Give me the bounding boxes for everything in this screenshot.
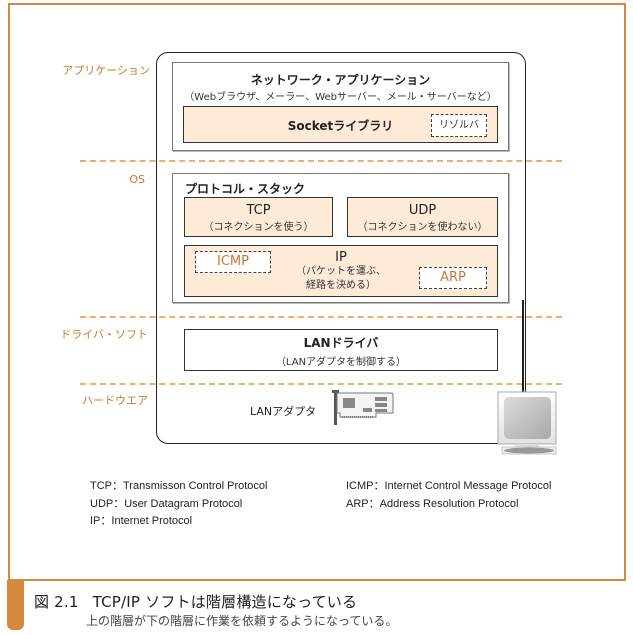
legend-item-ip: IP：Internet Protocol (90, 515, 193, 527)
figure-title: TCP/IP ソフトは階層構造になっている (92, 593, 358, 611)
legend-item-arp: ARP：Address Resolution Protocol (346, 497, 519, 510)
layer-label-application: アプリケーション (62, 64, 150, 77)
icmp-label: ICMP (217, 254, 249, 269)
tcp-desc: （コネクションを使う） (203, 222, 314, 233)
lan-driver-desc: （LANアダプタを制御する） (275, 357, 407, 368)
network-application-subtitle: （Webブラウザ、メーラー、Webサーバー、メール・サーバーなど） (184, 92, 497, 103)
layer-label-hardware: ハードウエア (82, 394, 148, 407)
ip-desc-line2: 経路を決める） (306, 280, 376, 291)
socket-library-label: Socketライブラリ (287, 119, 394, 133)
icmp-box: ICMP (195, 251, 271, 273)
computer-box (156, 52, 526, 444)
tcp-label: TCP (246, 203, 271, 218)
arp-label: ARP (440, 270, 466, 285)
legend-item-tcp: TCP：Transmisson Control Protocol (90, 480, 268, 492)
layer-divider (80, 383, 562, 385)
lan-adapter-label: LANアダプタ (250, 405, 317, 418)
figure-number: 図 2.1 (34, 593, 79, 611)
legend-item-icmp: ICMP：Internet Control Message Protocol (346, 480, 552, 492)
resolver-label: リゾルバ (439, 120, 479, 131)
udp-box: UDP （コネクションを使わない） (347, 197, 498, 237)
lan-driver-box: LANドライバ （LANアダプタを制御する） (184, 329, 498, 371)
network-cable (522, 300, 524, 392)
ip-desc-line1: （パケットを運ぶ、 (296, 266, 386, 277)
caption-accent-bar (7, 580, 24, 630)
network-application-title: ネットワーク・アプリケーション (250, 73, 431, 87)
lan-adapter-card-icon (332, 390, 394, 425)
protocol-stack-title: プロトコル・スタック (185, 182, 306, 196)
ip-label: IP (335, 250, 347, 265)
layer-label-driver: ドライバ・ソフト (60, 328, 148, 341)
legend-left: TCP：Transmisson Control Protocol UDP：Use… (90, 478, 267, 531)
layer-divider (80, 160, 562, 162)
lan-driver-label: LANドライバ (303, 336, 379, 350)
tcp-box: TCP （コネクションを使う） (184, 197, 333, 237)
legend-right: ICMP：Internet Control Message Protocol A… (346, 478, 551, 513)
udp-desc: （コネクションを使わない） (357, 222, 488, 233)
arp-box: ARP (419, 267, 487, 289)
monitor-icon (497, 391, 557, 455)
resolver-box: リゾルバ (431, 114, 487, 137)
udp-label: UDP (408, 203, 437, 218)
layer-label-os: OS (129, 173, 145, 186)
legend-item-udp: UDP：User Datagram Protocol (90, 497, 243, 510)
layer-divider (80, 316, 562, 318)
figure-caption: 図 2.1 TCP/IP ソフトは階層構造になっている (34, 591, 357, 612)
figure-subtitle: 上の階層が下の階層に作業を依頼するようになっている。 (86, 614, 398, 628)
